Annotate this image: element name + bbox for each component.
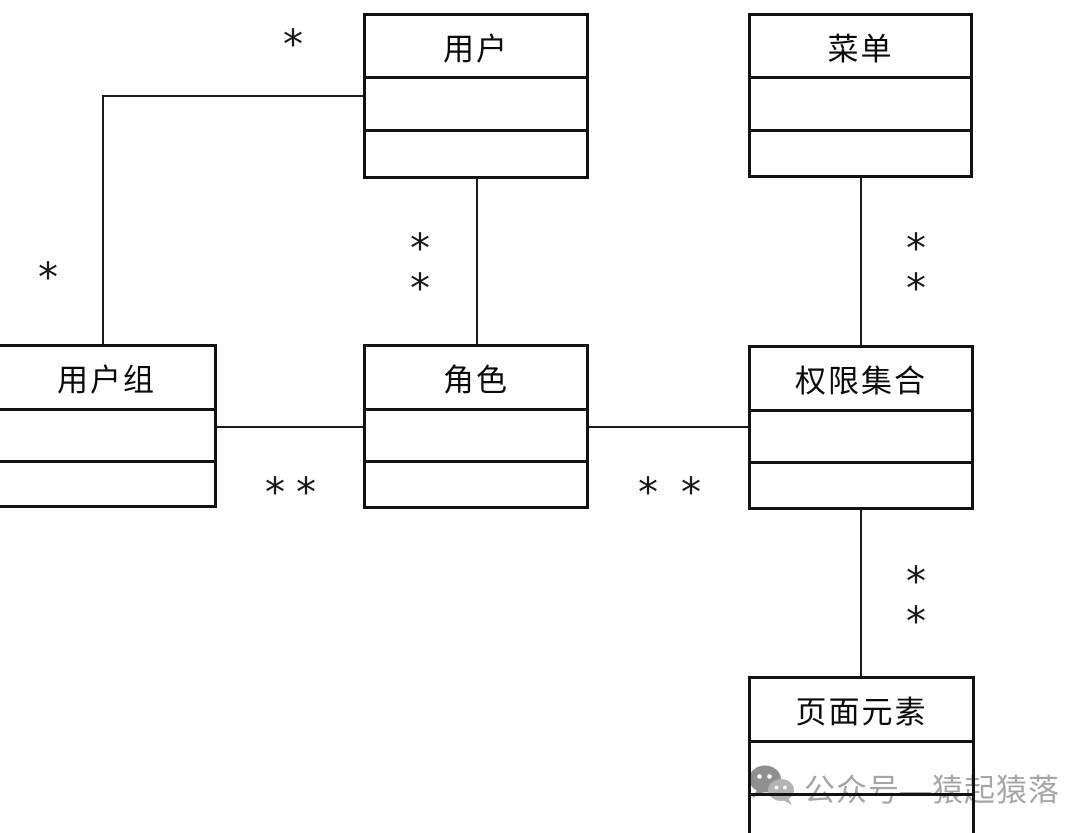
edge-user-role [476, 177, 478, 346]
edge-user-usergroup-vertical-segment [102, 95, 104, 346]
class-attributes-compartment [366, 76, 586, 129]
multiplicity-usergroup-role-left: * [265, 470, 285, 516]
multiplicity-usergroup-end: * [38, 255, 58, 301]
multiplicity-permissionset-pageelement-upper: * [906, 559, 926, 605]
multiplicity-user-end: * [283, 22, 303, 68]
class-operations-compartment [0, 460, 214, 505]
class-box-pageelement: 页面元素 [748, 676, 975, 833]
multiplicity-menu-permissionset-upper: * [906, 226, 926, 272]
multiplicity-user-role-lower: * [410, 266, 430, 312]
watermark: 公众号—猿起猿落 [748, 764, 1060, 810]
class-attributes-compartment [751, 76, 970, 129]
class-operations-compartment [366, 460, 586, 506]
class-name-user: 用户 [443, 31, 509, 67]
wechat-icon [748, 764, 796, 811]
class-name-usergroup: 用户组 [57, 363, 156, 398]
multiplicity-usergroup-role-right: * [296, 470, 316, 516]
class-operations-compartment [751, 129, 970, 175]
multiplicity-menu-permissionset-lower: * [906, 266, 926, 312]
class-name-permissionset: 权限集合 [795, 364, 927, 399]
multiplicity-role-permissionset-left: * [638, 470, 658, 516]
edge-menu-permissionset [860, 176, 862, 347]
class-operations-compartment [366, 129, 586, 176]
class-name-role: 角色 [443, 363, 509, 398]
edge-permissionset-pageelement [860, 508, 862, 678]
multiplicity-user-role-upper: * [410, 226, 430, 272]
watermark-text: 公众号—猿起猿落 [804, 772, 1060, 808]
edge-user-usergroup-horizontal-segment [103, 95, 365, 97]
class-box-permissionset: 权限集合 [748, 345, 974, 510]
multiplicity-permissionset-pageelement-lower: * [906, 599, 926, 645]
class-box-role: 角色 [363, 344, 589, 509]
edge-usergroup-role [215, 426, 365, 428]
class-attributes-compartment [751, 740, 972, 793]
class-operations-compartment [751, 461, 971, 507]
multiplicity-role-permissionset-right: * [681, 470, 701, 516]
class-box-menu: 菜单 [748, 13, 973, 178]
class-name-menu: 菜单 [827, 31, 894, 67]
class-attributes-compartment [751, 409, 971, 461]
class-name-pageelement: 页面元素 [795, 695, 928, 730]
class-attributes-compartment [0, 408, 214, 460]
class-attributes-compartment [366, 408, 586, 460]
class-box-usergroup: 用户组 [0, 344, 217, 508]
class-operations-compartment [751, 793, 972, 833]
class-box-user: 用户 [363, 13, 589, 179]
edge-role-permissionset [587, 426, 750, 428]
